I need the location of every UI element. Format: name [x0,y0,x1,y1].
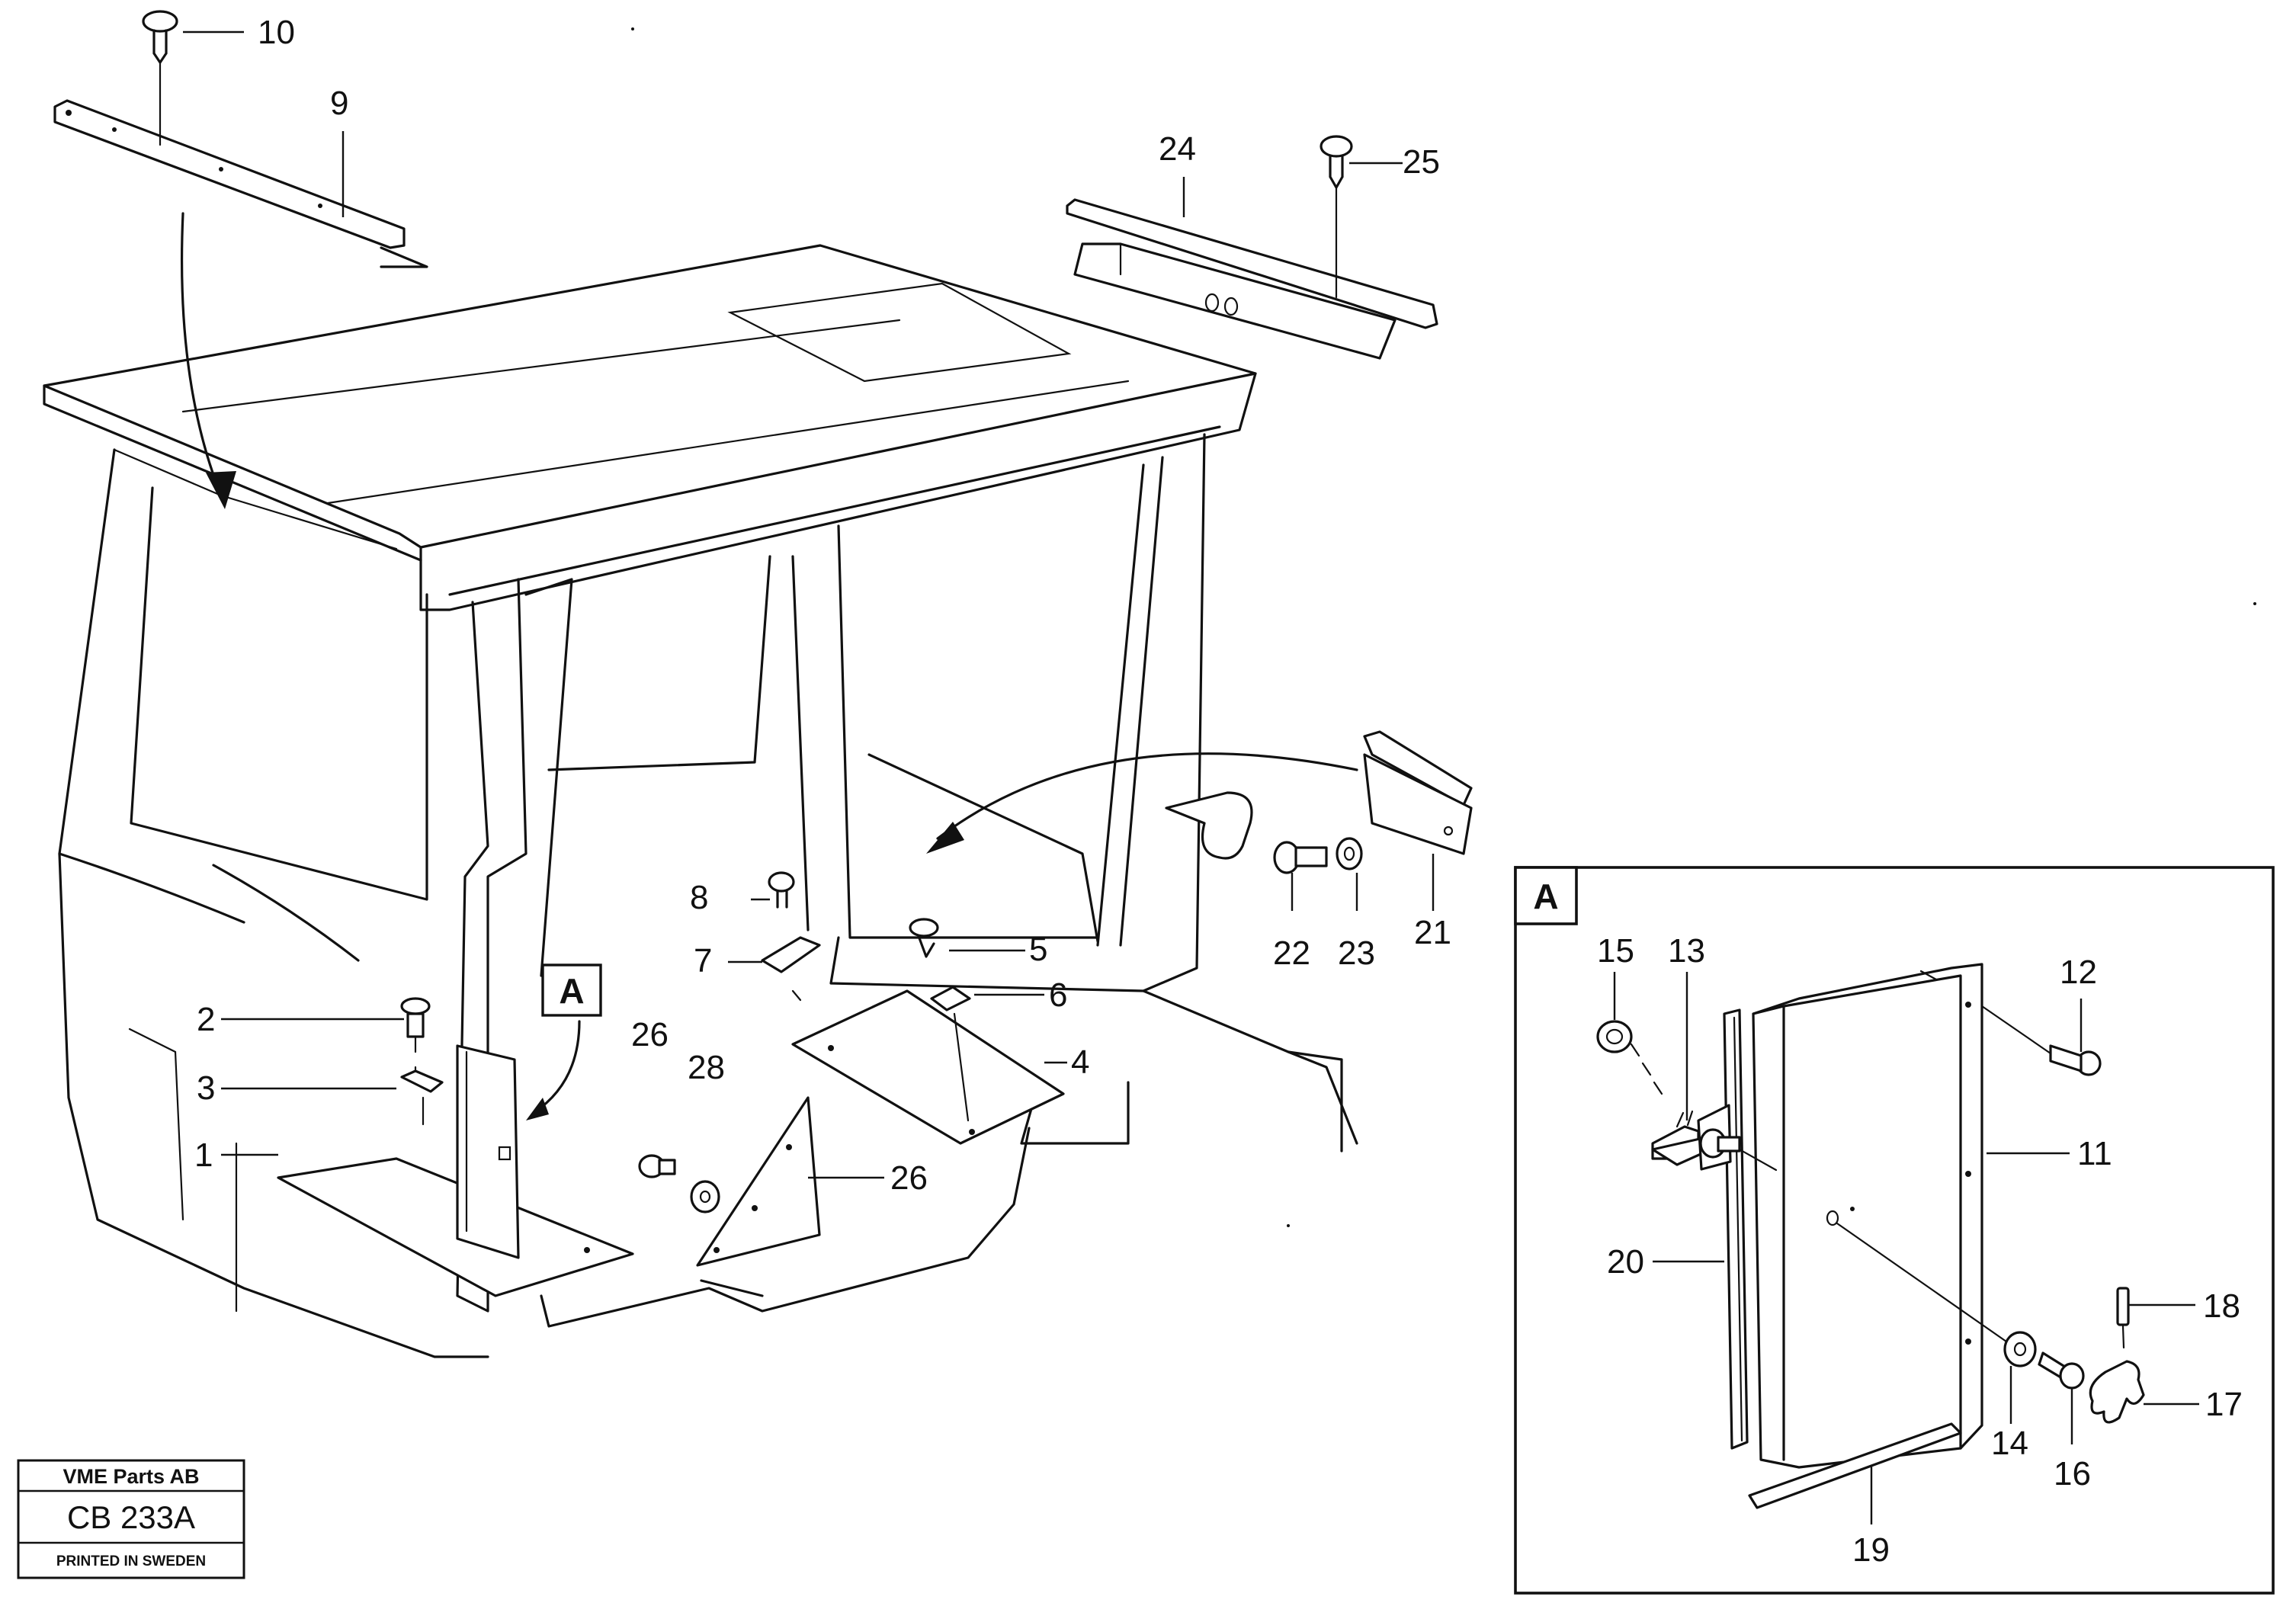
part-17-knob [2089,1360,2145,1424]
part-26-gusset [696,1096,821,1267]
label-part-15: 15 [1597,932,1634,970]
cab-body [43,244,1358,1358]
detail-a-panel-location [456,1020,581,1259]
part-28-washer [690,1180,720,1213]
stamp-code: CB 233A [67,1499,195,1535]
label-part-18: 18 [2203,1287,2240,1325]
label-part-26-screw: 26 [631,1016,669,1053]
label-part-22: 22 [1273,935,1310,972]
detail-a-inset-title: A [1533,877,1558,916]
part-number-labels: 10 9 24 25 2 3 1 8 7 5 6 4 26 28 26 22 2… [194,14,1451,1197]
part-10-screw [142,10,178,146]
label-part-21: 21 [1414,914,1451,951]
part-8-screw [768,871,795,909]
part-19-bottom-strip [1748,1422,1962,1509]
label-part-26-gusset: 26 [890,1159,928,1197]
label-part-25: 25 [1403,143,1440,181]
label-part-17: 17 [2205,1386,2243,1423]
stamp-company: VME Parts AB [63,1465,199,1488]
part-26-screw [638,1154,676,1178]
label-part-10: 10 [258,14,295,51]
part-1-floor-plate [277,1157,634,1297]
part-18-pin [2116,1287,2130,1349]
part-13-hinge [1651,1104,1778,1172]
stamp-printed: PRINTED IN SWEDEN [56,1553,206,1569]
print-specks [631,27,2256,1227]
label-part-9: 9 [330,85,348,122]
part-16-screw [2038,1351,2085,1390]
label-part-16: 16 [2054,1455,2091,1492]
part-2-bolt [400,997,431,1076]
label-part-2: 2 [197,1001,215,1038]
part-24-bracket [1066,198,1438,360]
label-part-5: 5 [1029,931,1047,968]
part-15-nut [1596,1020,1663,1095]
part-7-clamp [761,936,821,1002]
label-part-19: 19 [1852,1531,1890,1569]
label-part-20: 20 [1607,1243,1644,1281]
label-part-13: 13 [1668,932,1705,970]
vme-stamp: VME Parts AB CB 233A PRINTED IN SWEDEN [17,1459,245,1579]
part-21-bracket [926,730,1473,860]
leader-lines [183,30,1435,1179]
label-part-14: 14 [1991,1425,2028,1462]
label-part-1: 1 [194,1137,213,1174]
detail-a-callout-label: A [559,971,584,1011]
part-5-bolt [909,918,939,958]
detail-a-callout: A [541,963,602,1017]
part-11-panel [1752,963,1983,1469]
label-part-12: 12 [2060,954,2097,991]
part-23-washer [1336,837,1363,870]
label-part-28: 28 [688,1049,725,1086]
part-6-clamp [930,986,971,1122]
part-14-washer [1836,1222,2037,1367]
label-part-11: 11 [2077,1135,2112,1172]
part-4-floor-plate [791,989,1065,1145]
part-9-roof-beam [53,99,428,509]
part-12-screw [1980,1005,2102,1076]
part-25-screw [1320,135,1353,299]
label-part-3: 3 [197,1069,215,1107]
label-part-7: 7 [694,942,712,979]
label-part-6: 6 [1049,976,1067,1014]
label-part-4: 4 [1071,1044,1089,1081]
label-part-8: 8 [690,879,708,916]
detail-a-inset: A [1514,866,2275,1595]
part-3-washer-plate [400,1069,444,1126]
label-part-24: 24 [1159,130,1196,168]
part-22-bolt [1273,841,1328,874]
label-part-23: 23 [1338,935,1375,972]
